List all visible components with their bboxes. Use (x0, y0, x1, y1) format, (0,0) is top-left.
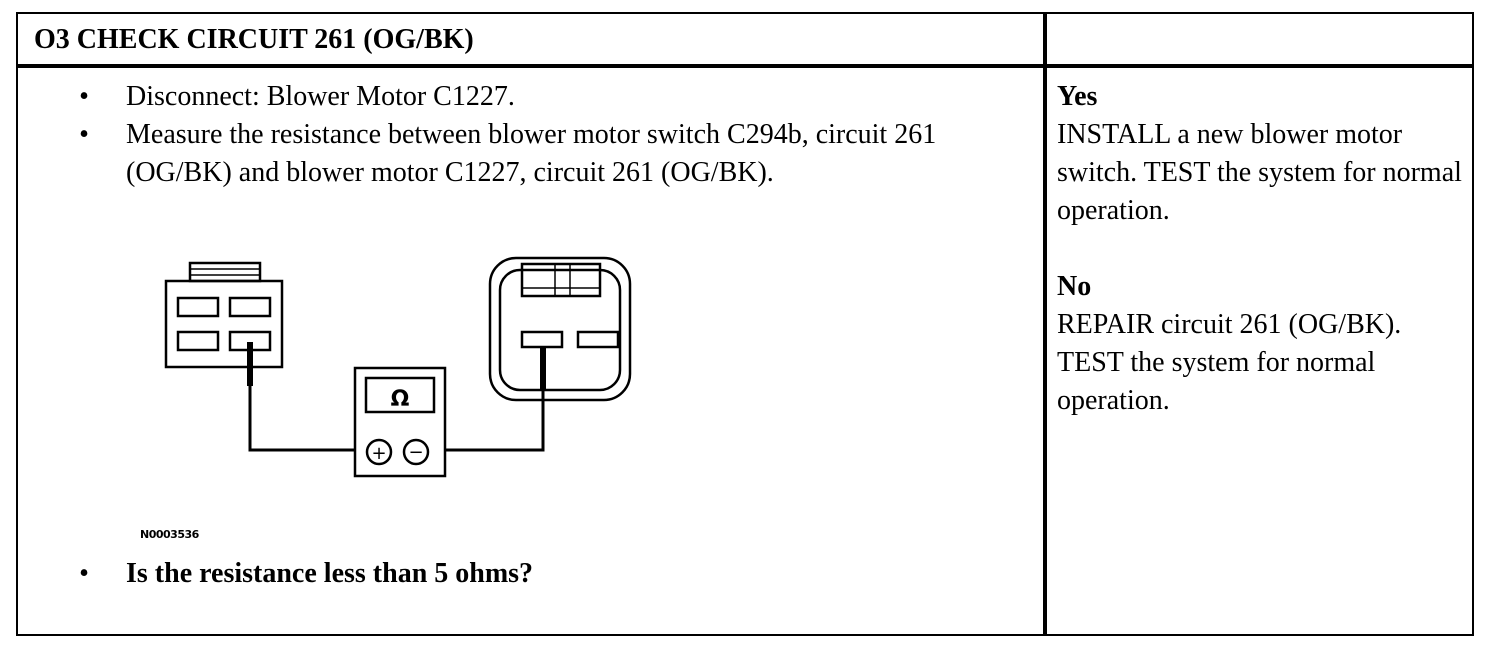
bullet-icon: • (79, 119, 89, 150)
motor-connector-icon (488, 256, 632, 402)
step-instructions: • Disconnect: Blower Motor C1227. • Meas… (74, 78, 1044, 192)
question: • Is the resistance less than 5 ohms? (74, 558, 533, 590)
results-column: Yes INSTALL a new blower motor switch. T… (1057, 78, 1467, 420)
resistance-measurement-diagram: Ω + − (164, 256, 632, 478)
test-leads (248, 358, 545, 452)
probe-tips (247, 342, 546, 390)
list-item: • Disconnect: Blower Motor C1227. (74, 78, 1044, 116)
plus-terminal-icon: + (371, 443, 386, 464)
step-title: O3 CHECK CIRCUIT 261 (OG/BK) (34, 24, 474, 55)
column-divider (1043, 12, 1047, 636)
question-text: Is the resistance less than 5 ohms? (126, 558, 534, 589)
yes-label: Yes (1057, 81, 1098, 112)
header-divider (16, 64, 1474, 68)
minus-terminal-icon: − (408, 442, 423, 463)
switch-connector-icon (164, 261, 284, 369)
list-item: • Measure the resistance between blower … (74, 116, 1044, 192)
no-label: No (1057, 271, 1092, 302)
ohm-symbol: Ω (391, 387, 410, 412)
no-action: REPAIR circuit 261 (OG/BK). TEST the sys… (1057, 309, 1402, 416)
figure-id: N0003536 (140, 528, 199, 541)
instruction-measure: Measure the resistance between blower mo… (126, 119, 937, 188)
bullet-icon: • (79, 558, 89, 589)
procedure-table (16, 12, 1474, 636)
yes-action: INSTALL a new blower motor switch. TEST … (1057, 119, 1462, 226)
multimeter-icon (353, 366, 447, 478)
instruction-disconnect: Disconnect: Blower Motor C1227. (126, 81, 515, 112)
bullet-icon: • (79, 81, 89, 112)
